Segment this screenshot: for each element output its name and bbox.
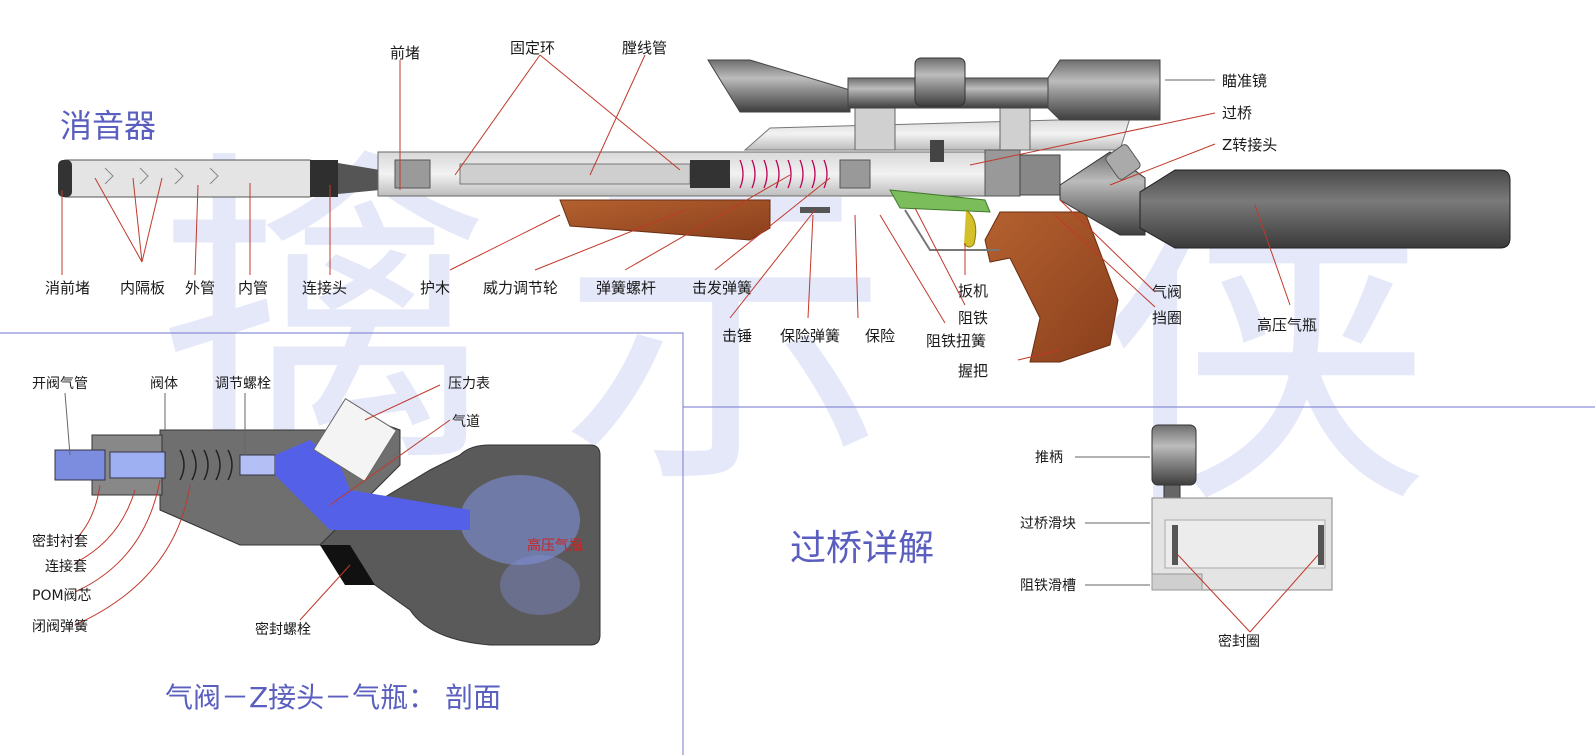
z-adapter <box>1019 154 1061 196</box>
label-sear: 阻铁 <box>958 309 988 327</box>
label-safety-spring: 保险弹簧 <box>780 327 840 345</box>
scope-mount-front <box>854 104 896 151</box>
label-baffles: 内隔板 <box>120 279 165 297</box>
grip <box>984 211 1119 363</box>
label-fixing-ring: 固定环 <box>510 39 555 57</box>
bridge-labels: 推柄 过桥滑块 阻铁滑槽 密封圈 <box>1020 450 1260 650</box>
seal-ring-right <box>1318 525 1324 565</box>
bolt-handle <box>930 140 944 162</box>
label-air-channel: 气道 <box>452 414 480 430</box>
valve-gauge <box>1105 144 1141 180</box>
label-hammer: 击锤 <box>722 327 752 345</box>
label-outer-tube: 外管 <box>185 279 215 297</box>
seal-ring-left <box>1172 525 1178 565</box>
gun-body <box>377 99 1131 197</box>
bottle-inner-label: 高压气瓶 <box>527 537 583 554</box>
label-connect-sleeve: 连接套 <box>45 558 87 575</box>
panel-frames <box>0 332 1595 755</box>
pom-core <box>109 451 166 479</box>
label-seal-ring: 密封圈 <box>1218 633 1260 650</box>
label-slider: 过桥滑块 <box>1020 515 1076 532</box>
front-plug <box>394 159 431 189</box>
silencer-baffles <box>104 167 219 185</box>
label-grip: 握把 <box>958 362 988 380</box>
sear-slot <box>1151 573 1203 591</box>
label-valve: 气阀 <box>1152 283 1182 301</box>
hammer <box>839 159 871 189</box>
label-spring-screw: 弹簧螺杆 <box>596 279 656 297</box>
open-valve-tube <box>54 449 106 481</box>
label-muzzle-plug: 消前堵 <box>45 279 90 297</box>
hammer-spring <box>739 159 828 189</box>
silencer-front-cap <box>58 160 72 197</box>
silencer-connector-block <box>310 160 338 197</box>
label-pom-core: POM阀芯 <box>32 588 92 604</box>
label-seal-bushing: 密封衬套 <box>32 533 88 550</box>
bridge-detail <box>1151 424 1333 591</box>
label-gauge: 压力表 <box>448 376 490 392</box>
label-sear-spring: 阻铁扭簧 <box>926 332 986 350</box>
label-inner-tube: 内管 <box>238 279 268 297</box>
label-hammer-spring: 击发弹簧 <box>692 279 752 297</box>
pressure-gauge <box>312 397 398 483</box>
section-title: 气阀－Z接头－气瓶： 剖面 <box>165 681 501 714</box>
valve-section: 高压气瓶 <box>54 397 601 646</box>
air-channel <box>275 440 470 530</box>
label-rifled-barrel: 膛线管 <box>622 39 667 57</box>
label-connector: 连接头 <box>302 279 347 297</box>
label-z-adapter: Z转接头 <box>1222 136 1277 154</box>
label-adjust-bolt: 调节螺栓 <box>215 376 271 392</box>
label-safety: 保险 <box>865 327 895 345</box>
gun-leaders <box>61 54 1291 361</box>
bridge-title: 过桥详解 <box>790 528 934 569</box>
silencer <box>58 159 380 198</box>
label-push-handle: 推柄 <box>1035 450 1063 466</box>
seal-bolt <box>320 545 375 585</box>
bridge-leaders <box>1075 456 1319 633</box>
push-handle <box>1151 424 1197 486</box>
label-trigger: 扳机 <box>958 282 988 300</box>
label-close-spring: 闭阀弹簧 <box>32 619 88 635</box>
rifled-barrel <box>459 163 691 185</box>
label-power-wheel: 威力调节轮 <box>483 279 558 297</box>
label-bridge: 过桥 <box>1222 104 1252 122</box>
label-sear-slot: 阻铁滑槽 <box>1020 577 1076 594</box>
label-bottle: 高压气瓶 <box>1257 316 1317 334</box>
label-seal-bolt: 密封螺栓 <box>255 621 311 638</box>
bolt-block <box>690 160 730 188</box>
scope <box>707 57 1161 121</box>
gun-labels: 前堵 固定环 膛线管 瞄准镜 过桥 Z转接头 消前堵 内隔板 外管 内管 连接头… <box>45 39 1317 380</box>
silencer-outer-tube <box>59 159 316 198</box>
valve-leaders <box>64 384 451 626</box>
valve-labels: 开阀气管 阀体 调节螺栓 压力表 气道 密封衬套 连接套 POM阀芯 闭阀弹簧 … <box>32 376 490 638</box>
label-open-tube: 开阀气管 <box>32 376 88 392</box>
bottle-bubbles <box>460 475 580 565</box>
silencer-title: 消音器 <box>60 107 156 145</box>
label-valve-body: 阀体 <box>150 376 178 392</box>
label-retainer: 挡圈 <box>1152 309 1182 327</box>
adjust-bolt <box>239 454 276 476</box>
label-front-plug: 前堵 <box>390 44 420 62</box>
silencer-taper <box>338 163 380 194</box>
bridge-block <box>984 149 1021 197</box>
high-pressure-bottle <box>1139 169 1511 249</box>
label-handguard: 护木 <box>420 279 450 297</box>
label-scope: 瞄准镜 <box>1222 72 1267 90</box>
valve-panel-frame <box>0 332 684 755</box>
close-spring <box>179 449 233 481</box>
